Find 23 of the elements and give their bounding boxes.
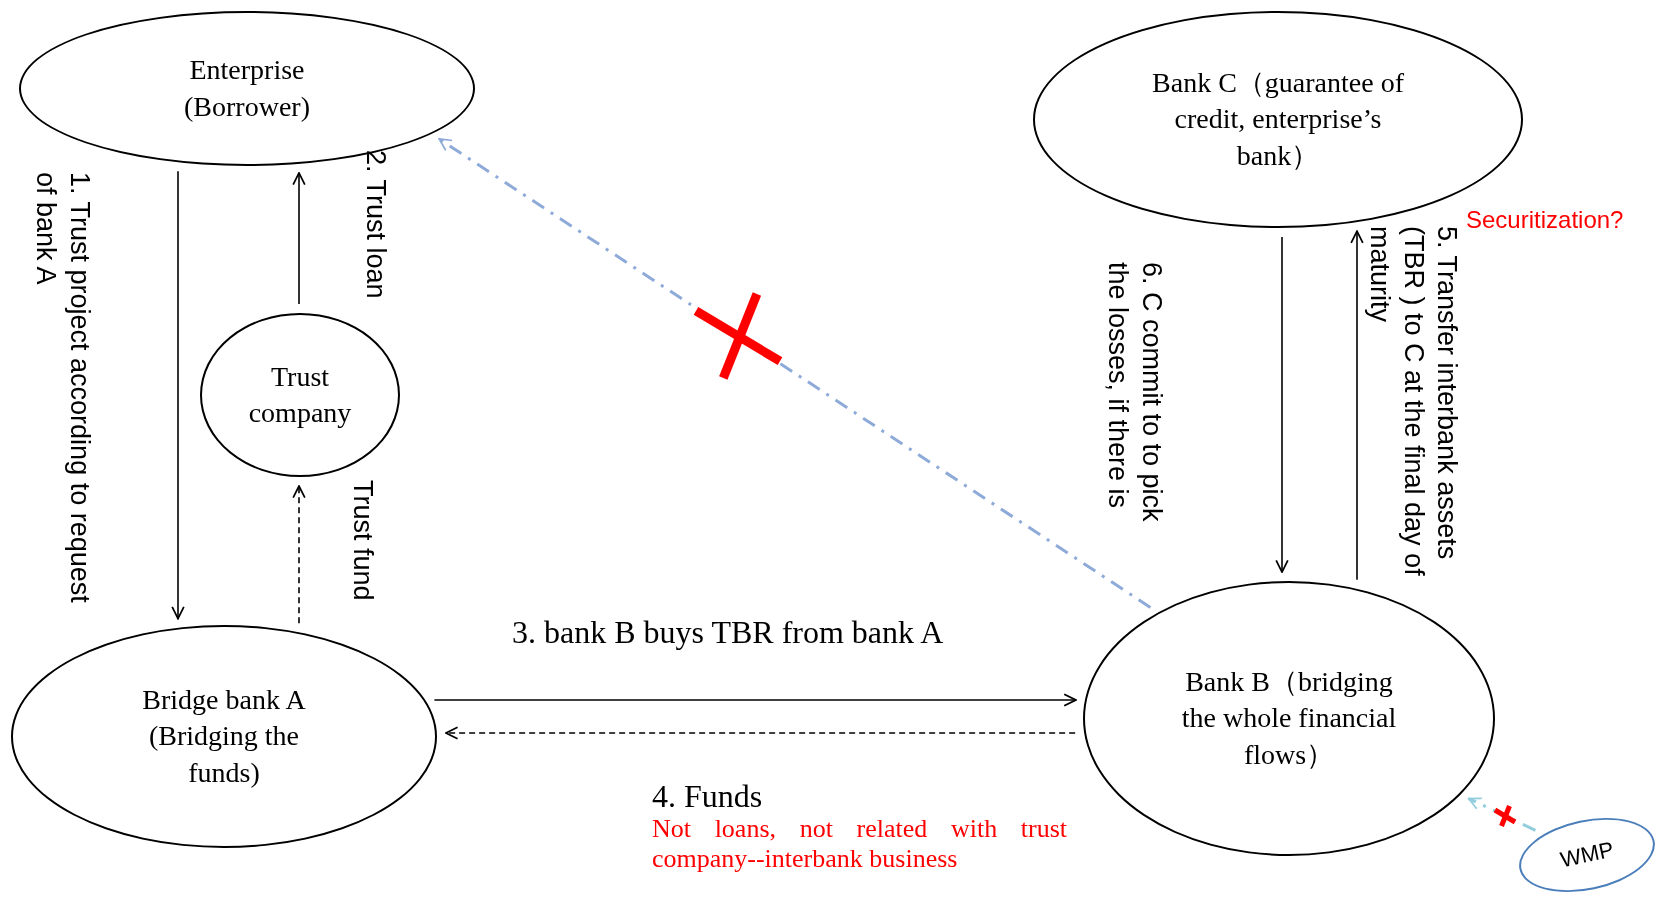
edge-label: 1. Trust project according to request of bank A: [29, 172, 96, 605]
node-label: Enterprise (Borrower): [183, 53, 311, 124]
node-label: WMP: [1557, 835, 1617, 875]
node-label: Trust company: [247, 359, 353, 430]
edge-label: Trust fund: [346, 480, 379, 603]
edge-label: 2. Trust loan: [359, 150, 392, 301]
arrow: [292, 172, 306, 305]
arrow: [1350, 230, 1364, 581]
arrow: [433, 693, 1077, 707]
edge-label: 3. bank B buys TBR from bank A: [512, 613, 944, 652]
node-label: Bank C（guarantee of credit, enterprise’s bank）: [1151, 65, 1405, 173]
arrow: [292, 485, 306, 624]
arrow: [1275, 236, 1289, 573]
node-label: Bridge bank A (Bridging the funds): [141, 682, 307, 790]
arrow: [171, 170, 185, 620]
node-label: Bank B（bridging the whole financial flows）: [1180, 664, 1398, 772]
arrow: [438, 137, 1152, 609]
edge-label: 4. Funds: [652, 777, 763, 816]
note-text: Not loans, not related with trust company--interbank business: [652, 814, 1067, 874]
edge-label: 6. C commit to to pick the losses, if there is: [1101, 262, 1168, 524]
edge-label: 5. Transfer interbank assets (TBR ) to C at the final day of maturity: [1363, 226, 1464, 578]
note-text: Securitization?: [1466, 205, 1625, 235]
arrow: [445, 726, 1076, 740]
